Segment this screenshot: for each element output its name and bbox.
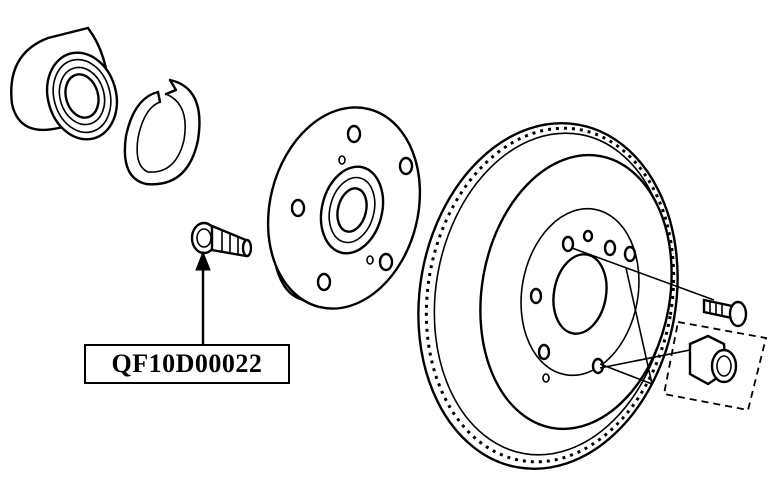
leader-arrow [195, 250, 211, 346]
part-number-label: QF10D00022 [84, 344, 290, 384]
wheel-hub [266, 106, 422, 310]
snap-ring [123, 78, 201, 186]
wheel-bearing [10, 26, 119, 141]
spindle-nut [662, 320, 768, 412]
wheel-stud [190, 221, 253, 258]
brake-disc [417, 122, 715, 470]
disc-screw [702, 298, 748, 328]
